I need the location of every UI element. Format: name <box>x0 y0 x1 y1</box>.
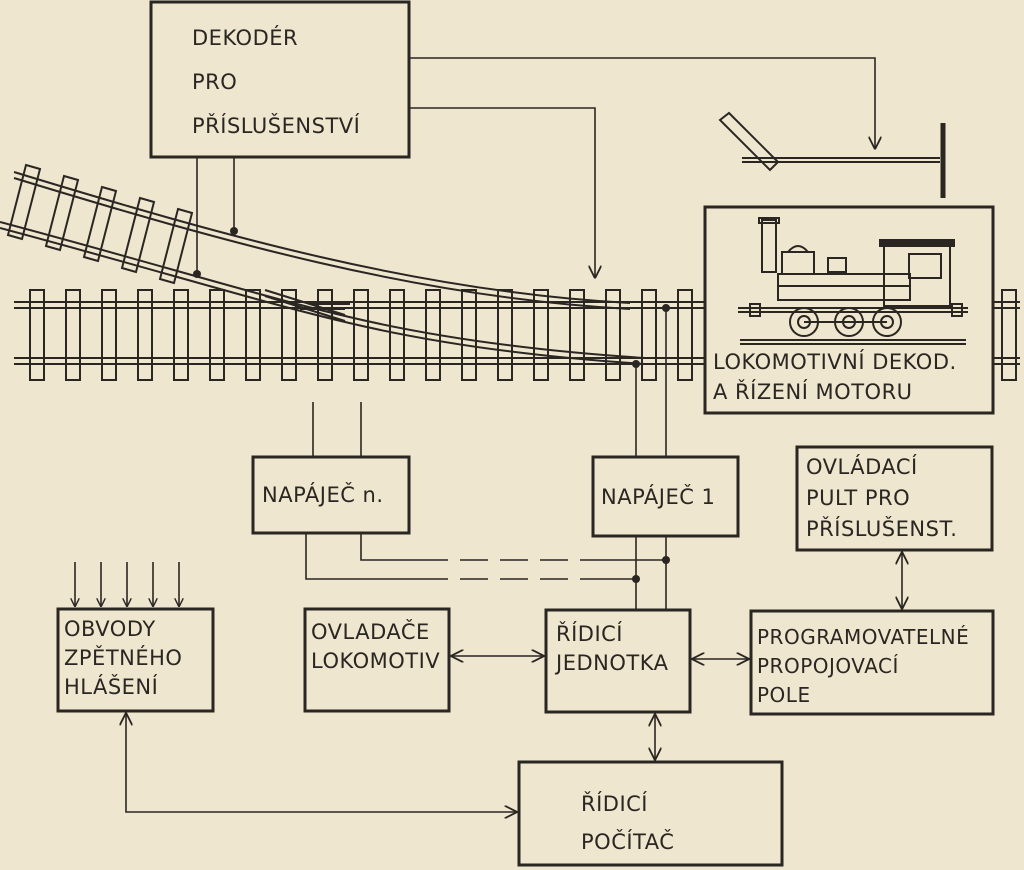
label-line: POČÍTAČ <box>581 830 675 854</box>
track-tie <box>245 289 261 381</box>
booster-n-wires <box>305 402 666 580</box>
booster-n-label: NAPÁJEČ n. <box>262 481 384 510</box>
control-unit-label: ŘÍDICÍ JEDNOTKA <box>556 620 668 678</box>
loco-controllers-box <box>303 607 451 713</box>
control-computer-label: ŘÍDICÍ POČÍTAČ <box>581 785 674 861</box>
label-line: OVLÁDACÍ <box>806 455 918 479</box>
label-line: LOKOMOTIV <box>311 649 441 673</box>
track-tie <box>317 289 333 381</box>
track-tie <box>44 174 80 252</box>
track-tie <box>1001 289 1017 381</box>
patch-panel-box <box>749 609 995 716</box>
track-tie <box>605 289 621 381</box>
track-tie <box>281 289 297 381</box>
label-line: PRO <box>192 70 238 94</box>
label-line: LOKOMOTIVNÍ DEKOD. <box>713 350 957 374</box>
patch-panel-label: PROGRAMOVATELNÉ PROPOJOVACÍ POLE <box>757 623 969 710</box>
track-tie <box>461 289 477 381</box>
booster-1-label: NAPÁJEČ 1 <box>601 483 715 512</box>
booster-n-box <box>251 455 411 535</box>
turnout-wires <box>196 157 235 274</box>
locomotive-decoder-label: LOKOMOTIVNÍ DEKOD. A ŘÍZENÍ MOTORU <box>713 347 957 407</box>
semaphore-signal-icon <box>718 111 946 198</box>
label-line: OBVODY <box>64 617 156 641</box>
track-tie <box>120 196 156 274</box>
junction-dot <box>193 270 201 278</box>
feedback-circuits-label: OBVODY ZPĚTNÉHO HLÁŠENÍ <box>64 615 182 702</box>
accessory-panel-box <box>795 445 994 552</box>
accessory-panel-label: OVLÁDACÍ PULT PRO PŘÍSLUŠENST. <box>806 452 957 545</box>
label-line: ŘÍDICÍ <box>556 622 624 646</box>
control-unit-box <box>544 608 692 714</box>
track-tie <box>137 289 153 381</box>
junction-dot <box>662 556 670 564</box>
junction-dot <box>632 575 640 583</box>
loco-controllers-label: OVLADAČE LOKOMOTIV <box>311 618 440 676</box>
feedback-circuits-box <box>56 607 215 713</box>
label-line: A ŘÍZENÍ MOTORU <box>713 380 913 404</box>
track-tie <box>101 289 117 381</box>
label-line: PROGRAMOVATELNÉ <box>757 625 970 649</box>
label-line: PULT PRO <box>806 486 911 510</box>
junction-dot <box>662 304 670 312</box>
signal-arrow <box>409 57 875 148</box>
label-line: JEDNOTKA <box>556 651 669 675</box>
track-tie <box>6 163 42 241</box>
label-line: NAPÁJEČ n. <box>262 483 384 507</box>
label-line: HLÁŠENÍ <box>64 675 159 699</box>
accessory-decoder-label: DEKODÉR PRO PŘÍSLUŠENSTVÍ <box>192 16 360 148</box>
label-line: PŘÍSLUŠENST. <box>806 517 958 541</box>
junction-dot <box>632 360 640 368</box>
track-tie <box>497 289 513 381</box>
locomotive-decoder-box <box>703 205 995 415</box>
label-line: PŘÍSLUŠENSTVÍ <box>192 114 361 138</box>
track-tie <box>173 289 189 381</box>
track-tie <box>533 289 549 381</box>
accessory-decoder-box <box>149 0 411 159</box>
label-line: PROPOJOVACÍ <box>757 654 899 678</box>
label-line: DEKODÉR <box>192 26 299 50</box>
track-arrow <box>409 107 595 277</box>
bus-connections <box>126 553 902 812</box>
label-line: OVLADAČE <box>311 620 430 644</box>
track-tie <box>82 185 118 263</box>
rails <box>0 171 1020 365</box>
track-tie <box>569 289 585 381</box>
label-line: NAPÁJEČ 1 <box>601 485 716 509</box>
track-tie <box>209 289 225 381</box>
label-line: POLE <box>757 683 811 707</box>
control-computer-box <box>517 760 784 867</box>
track-tie <box>65 289 81 381</box>
track-tie <box>677 289 693 381</box>
track-tie <box>641 289 657 381</box>
junction-dot <box>230 227 238 235</box>
track-tie <box>353 289 369 381</box>
track-ties-branch <box>6 163 194 285</box>
booster-1-wires <box>635 308 667 610</box>
track-tie <box>29 289 45 381</box>
feedback-inputs <box>75 562 179 606</box>
steam-locomotive-icon <box>738 217 968 345</box>
track-tie <box>158 207 194 285</box>
label-line: ZPĚTNÉHO <box>64 646 183 670</box>
label-line: ŘÍDICÍ <box>581 792 649 816</box>
